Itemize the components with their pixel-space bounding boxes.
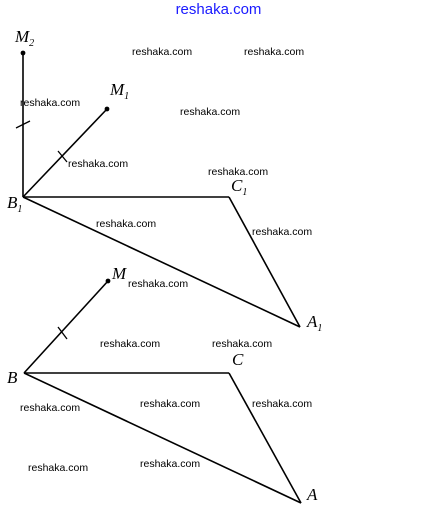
watermark: reshaka.com [128,278,188,290]
label-b: B [7,368,18,387]
watermark: reshaka.com [132,46,192,58]
label-a: A [306,485,318,504]
side-b1-a1 [22,196,301,328]
watermark: reshaka.com [180,106,240,118]
tick-mark-b1-m1 [57,150,68,163]
watermark: reshaka.com [20,402,80,414]
watermark: reshaka.com [252,226,312,238]
label-c1: C1 [231,176,247,198]
watermark: reshaka.com [252,398,312,410]
watermark: reshaka.com [212,338,272,350]
watermark: reshaka.com [244,46,304,58]
watermark: reshaka.com [140,398,200,410]
watermark: reshaka.com [100,338,160,350]
point-m [105,278,111,284]
watermark: reshaka.com [28,462,88,474]
label-b1: B1 [7,193,22,215]
tick-mark-b1-m2 [15,120,31,129]
label-a1: A1 [306,312,322,334]
watermark: reshaka.com [68,158,128,170]
watermark: reshaka.com [140,458,200,470]
side-c1-a1 [228,196,301,328]
watermark: reshaka.com [208,166,268,178]
side-b-a [23,372,302,504]
point-m1 [104,106,110,112]
side-c-a [228,372,302,504]
tick-mark-b-m [57,326,68,340]
label-m: M [111,264,127,283]
watermark: reshaka.com [20,97,80,109]
label-c: C [232,350,244,369]
label-m1: M1 [109,80,129,102]
site-header[interactable]: reshaka.com [175,1,262,18]
watermark: reshaka.com [96,218,156,230]
segment-b1-m1 [22,108,108,198]
label-m2: M2 [14,27,34,49]
point-m2 [20,50,26,56]
segment-b-m [23,280,109,374]
